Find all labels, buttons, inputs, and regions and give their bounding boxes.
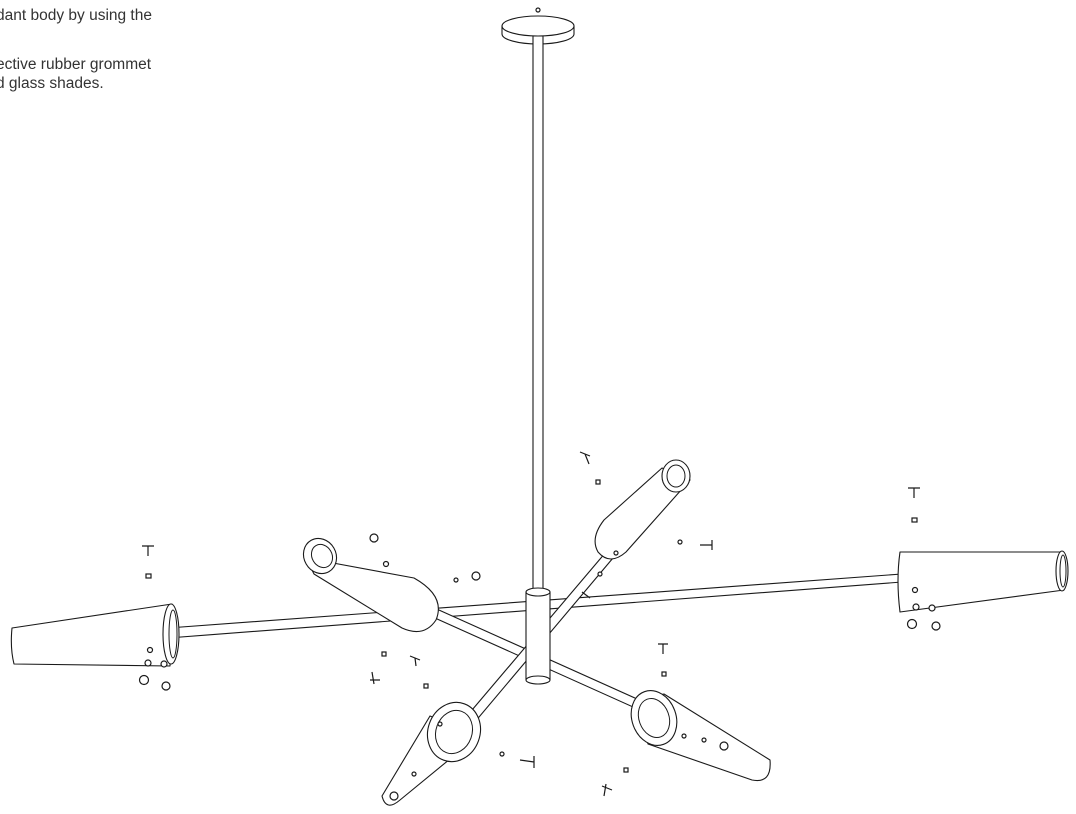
instruction-text: dant body by using the ective rubber gro… bbox=[0, 6, 256, 123]
instruction-step-1: dant body by using the bbox=[0, 7, 152, 24]
glass-shade-lower-left bbox=[381, 701, 482, 806]
center-hub bbox=[525, 587, 551, 685]
glass-shade-upper-right bbox=[594, 459, 691, 560]
glass-shade-left bbox=[10, 603, 180, 667]
screw-parts bbox=[138, 451, 941, 801]
instruction-step-2: ective rubber grommet d glass shades. bbox=[0, 56, 152, 92]
glass-shade-right bbox=[897, 550, 1069, 613]
glass-shade-upper-left bbox=[302, 537, 439, 633]
glass-shade-lower-right bbox=[630, 690, 771, 782]
downrod bbox=[532, 35, 544, 593]
ceiling-canopy bbox=[501, 7, 575, 45]
